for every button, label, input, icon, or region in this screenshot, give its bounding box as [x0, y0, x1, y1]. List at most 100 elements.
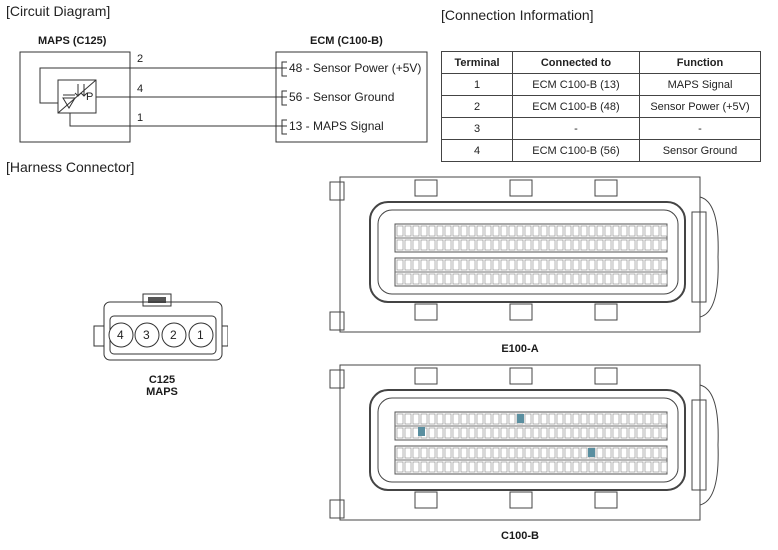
e100a-pin-cell	[412, 259, 420, 271]
c100b-pin-cell	[564, 461, 572, 473]
e100a-pin-cell	[500, 273, 508, 285]
table-header-row: Terminal Connected to Function	[441, 51, 761, 74]
e100a-pin-cell	[620, 273, 628, 285]
e100a-pin-cell	[548, 273, 556, 285]
cell-connected-to: ECM C100-B (48)	[512, 95, 640, 118]
c100b-pin-cell	[508, 413, 516, 425]
c100b-pin-cell	[564, 427, 572, 439]
c100b-pin-cell	[644, 461, 652, 473]
e100a-pin-cell	[492, 225, 500, 237]
c100b-pin-cell	[428, 447, 436, 459]
e100a-pin-cell	[468, 273, 476, 285]
e100a-pin-cell	[548, 225, 556, 237]
c100b-pin-cell	[492, 447, 500, 459]
e100a-pin-cell	[564, 225, 572, 237]
c100b-pin-cell	[620, 413, 628, 425]
c100b-pin-cell	[516, 427, 524, 439]
maps-connector: 4 3 2 1	[93, 293, 228, 361]
e100a-pin-cell	[540, 239, 548, 251]
c100b-pin-cell	[500, 427, 508, 439]
maps-pin-4-label: 4	[117, 328, 124, 342]
e100a-pin-cell	[572, 239, 580, 251]
e100a-pin-cell	[476, 239, 484, 251]
e100a-pin-cell	[492, 273, 500, 285]
e100a-pin-cell	[404, 273, 412, 285]
highlight-pin-13	[418, 427, 425, 436]
c100b-pin-cell	[452, 447, 460, 459]
e100a-pin-cell	[460, 225, 468, 237]
e100a-pin-cell	[412, 239, 420, 251]
sensor-symbol-letter: P	[86, 91, 94, 103]
e100a-pin-cell	[596, 239, 604, 251]
e100a-pin-cell	[500, 239, 508, 251]
c100b-pin-cell	[444, 413, 452, 425]
ecm-connector-e100-a	[329, 176, 719, 333]
e100a-pin-cell	[420, 239, 428, 251]
c100b-pin-cell	[636, 461, 644, 473]
maps-pin-4	[108, 322, 134, 348]
c100b-pin-cell	[532, 461, 540, 473]
ecm-connector-c100-b	[329, 364, 719, 521]
e100a-pin-cell	[516, 273, 524, 285]
c100b-pin-cell	[508, 447, 516, 459]
e100a-pin-cell	[468, 225, 476, 237]
c100b-pin-cell	[548, 413, 556, 425]
c100b-pin-cell	[396, 461, 404, 473]
e100a-pin-cell	[604, 239, 612, 251]
e100a-pin-cell	[628, 259, 636, 271]
circuit-diagram	[19, 51, 428, 143]
cell-function: MAPS Signal	[639, 73, 761, 96]
c100b-pin-cell	[604, 461, 612, 473]
cell-connected-to: -	[512, 117, 640, 140]
c100b-pin-cell	[580, 427, 588, 439]
e100a-pin-cell	[404, 239, 412, 251]
highlight-pin-56	[588, 448, 595, 457]
maps-caption-name: MAPS	[146, 386, 178, 398]
maps-pin-3-label: 3	[143, 328, 150, 342]
c100b-pin-cell	[484, 461, 492, 473]
e100a-pin-cell	[436, 259, 444, 271]
c100b-pin-cell	[516, 447, 524, 459]
e100a-pin-cell	[540, 259, 548, 271]
e100a-pin-cell	[620, 225, 628, 237]
c100b-pin-cell	[476, 427, 484, 439]
e100a-pin-cell	[628, 225, 636, 237]
c100b-pin-cell	[628, 461, 636, 473]
e100a-pin-cell	[540, 273, 548, 285]
c100b-pin-cell	[524, 461, 532, 473]
c100b-pin-cell	[468, 427, 476, 439]
c100b-pin-cell	[596, 427, 604, 439]
c100b-pin-cell	[452, 413, 460, 425]
e100a-pin-cell	[556, 239, 564, 251]
c100b-pin-cell	[460, 413, 468, 425]
c100b-pin-cell	[548, 427, 556, 439]
header-connected-to: Connected to	[512, 51, 640, 74]
c100b-pin-cell	[652, 461, 660, 473]
ecm-caption-c100-b: C100-B	[501, 530, 539, 542]
e100a-pin-cell	[412, 225, 420, 237]
e100a-pin-cell	[612, 259, 620, 271]
c100b-pin-cell	[484, 447, 492, 459]
e100a-pin-cell	[476, 225, 484, 237]
c100b-pin-cell	[556, 461, 564, 473]
c100b-pin-cell	[412, 447, 420, 459]
pressure-sensor-symbol	[57, 79, 97, 114]
e100a-pin-cell	[500, 225, 508, 237]
maps-pin-3	[134, 322, 160, 348]
c100b-pin-cell	[588, 461, 596, 473]
e100a-pin-cell	[468, 239, 476, 251]
e100a-pin-cell	[636, 259, 644, 271]
c100b-pin-cell	[444, 427, 452, 439]
c100b-pin-cell	[540, 427, 548, 439]
e100a-pin-cell	[636, 225, 644, 237]
maps-pin-1	[188, 322, 214, 348]
c100b-pin-cell	[404, 427, 412, 439]
c100b-pin-cell	[580, 447, 588, 459]
c100b-pin-cell	[404, 461, 412, 473]
c100b-pin-cell	[564, 413, 572, 425]
e100a-pin-cell	[660, 259, 668, 271]
e100a-pin-cell	[396, 239, 404, 251]
c100b-pin-cell	[604, 413, 612, 425]
c100b-pin-cell	[572, 461, 580, 473]
e100a-pin-cell	[396, 225, 404, 237]
